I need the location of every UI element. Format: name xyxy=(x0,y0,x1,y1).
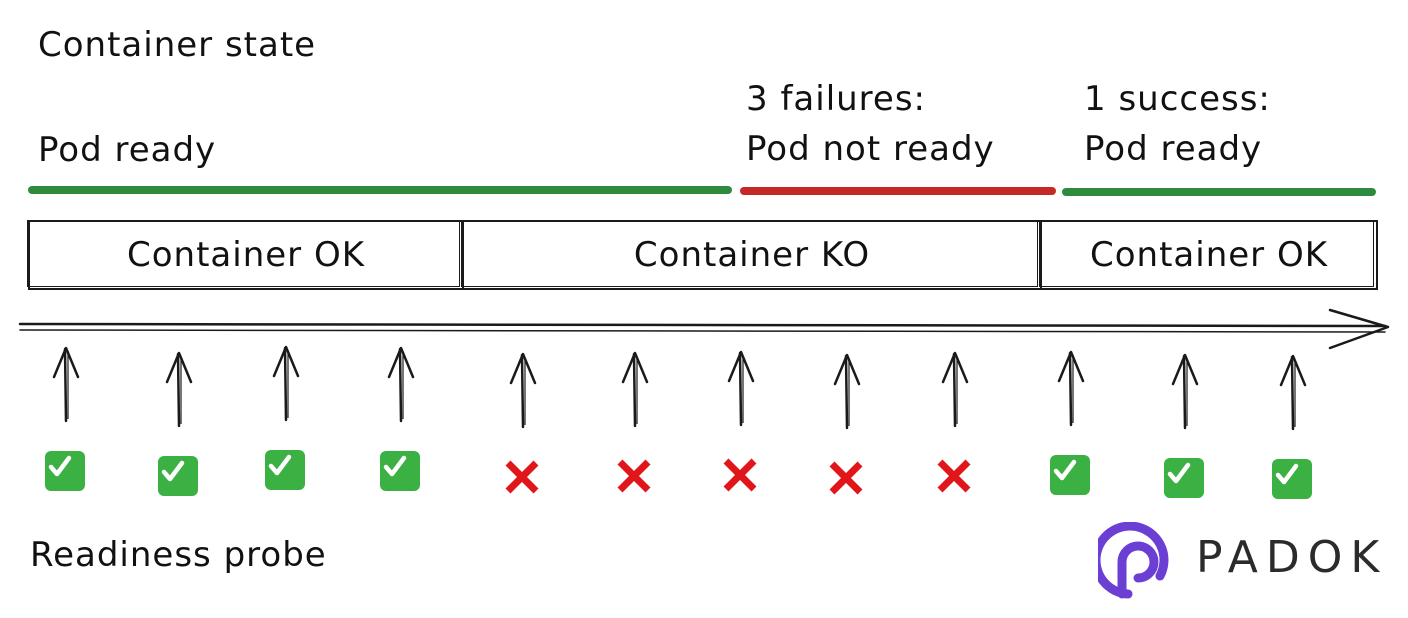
cross-icon xyxy=(826,458,866,498)
cross-icon xyxy=(934,456,974,496)
state-label-not-ready-line-1: 3 failures: xyxy=(746,79,927,119)
container-label: Container OK xyxy=(126,235,365,275)
container-box-ok-2: Container OK xyxy=(1039,220,1378,290)
probe-11 xyxy=(1154,352,1214,498)
cross-icon xyxy=(502,457,542,497)
up-arrow-icon xyxy=(165,351,193,428)
state-bar-ready xyxy=(28,186,732,194)
up-arrow-icon xyxy=(1057,350,1085,427)
padok-logo: PADOK xyxy=(1098,522,1388,602)
probe-1 xyxy=(35,345,95,491)
check-icon xyxy=(1050,455,1090,495)
probe-12 xyxy=(1262,353,1322,499)
state-label-ready-again-line-2: Pod ready xyxy=(1084,129,1263,169)
probe-6 xyxy=(604,350,664,493)
state-label-ready-again: 1 success: Pod ready xyxy=(1084,74,1271,174)
probe-label: Readiness probe xyxy=(30,535,327,575)
up-arrow-icon xyxy=(1171,353,1199,430)
check-icon xyxy=(1164,458,1204,498)
probe-10 xyxy=(1040,349,1100,495)
probe-2 xyxy=(148,350,208,496)
container-label: Container KO xyxy=(633,235,871,275)
timeline-arrow xyxy=(18,308,1390,350)
probe-5 xyxy=(492,351,552,494)
up-arrow-icon xyxy=(727,350,755,427)
up-arrow-icon xyxy=(272,345,300,422)
state-label-ready-line: Pod ready xyxy=(38,130,217,170)
up-arrow-icon xyxy=(387,346,415,423)
probe-8 xyxy=(816,352,876,495)
container-label: Container OK xyxy=(1089,235,1328,275)
check-icon xyxy=(1272,459,1312,499)
state-label-not-ready-line-2: Pod not ready xyxy=(746,129,995,169)
check-icon xyxy=(380,451,420,491)
up-arrow-icon xyxy=(621,351,649,428)
padok-logo-icon xyxy=(1098,522,1169,599)
probe-7 xyxy=(710,349,770,492)
up-arrow-icon xyxy=(52,346,80,423)
state-bar-not-ready xyxy=(740,187,1056,195)
probe-9 xyxy=(924,350,984,493)
cross-icon xyxy=(614,456,654,496)
probe-3 xyxy=(255,344,315,490)
probe-4 xyxy=(370,345,430,491)
container-box-ko: Container KO xyxy=(461,220,1042,290)
state-label-ready-again-line-1: 1 success: xyxy=(1084,79,1271,119)
up-arrow-icon xyxy=(509,352,537,429)
diagram-title: Container state xyxy=(38,25,317,65)
padok-logo-text: PADOK xyxy=(1196,532,1388,583)
up-arrow-icon xyxy=(833,353,861,430)
check-icon xyxy=(158,456,198,496)
container-box-ok-1: Container OK xyxy=(27,220,464,290)
state-bar-ready-again xyxy=(1062,188,1376,196)
state-label-not-ready: 3 failures: Pod not ready xyxy=(746,74,995,174)
check-icon xyxy=(265,450,305,490)
state-label-ready: Pod ready xyxy=(38,125,216,175)
up-arrow-icon xyxy=(1279,354,1307,431)
up-arrow-icon xyxy=(941,351,969,428)
cross-icon xyxy=(720,455,760,495)
check-icon xyxy=(45,451,85,491)
